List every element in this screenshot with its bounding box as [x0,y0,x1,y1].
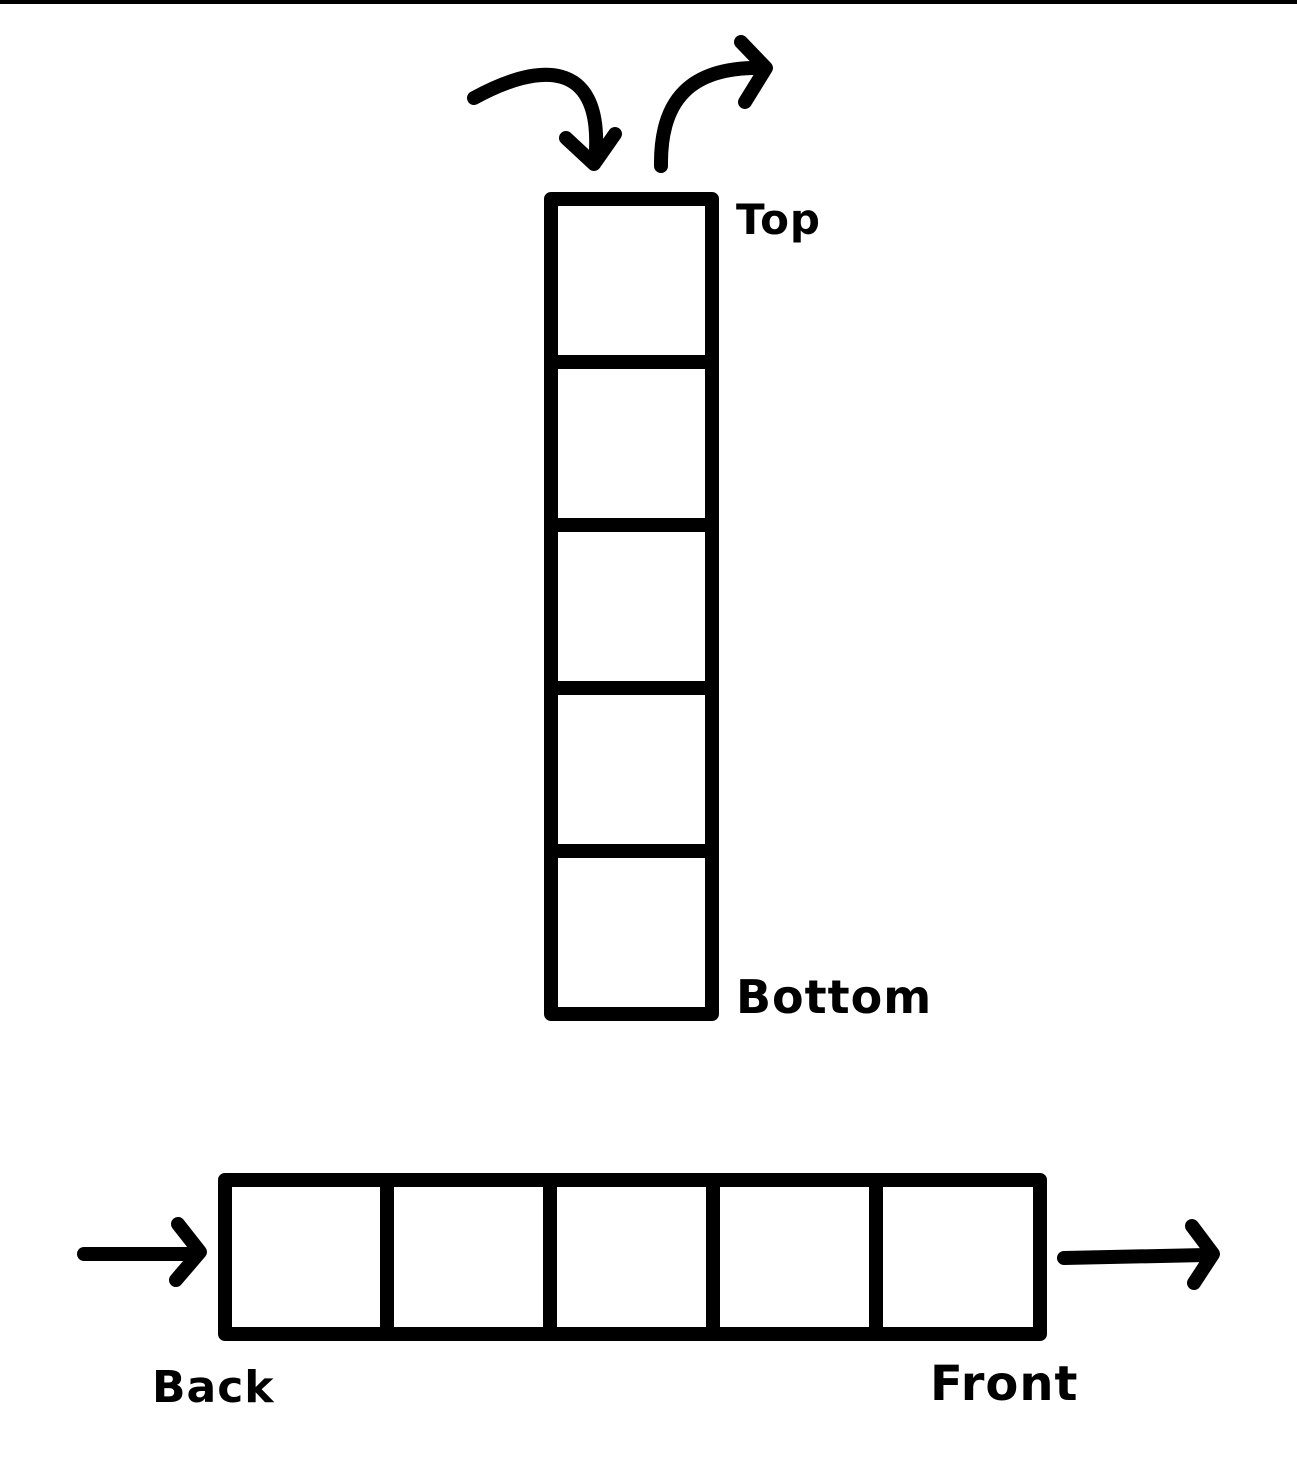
queue-cell [380,1173,557,1341]
stack-cell [544,192,719,369]
stack-pop-arrow-icon [653,35,773,173]
queue: Back Front [77,1173,1220,1413]
stack-cell [544,681,719,858]
stack-cells [544,192,719,1021]
stack-top-label: Top [736,195,821,244]
queue-cell [706,1173,883,1341]
queue-cell [218,1173,394,1341]
stack-cell [544,355,719,532]
queue-cell [543,1173,720,1341]
queue-front-label: Front [930,1356,1078,1412]
queue-enqueue-arrow-icon [77,1217,207,1287]
stack-cell [544,518,719,695]
stack-bottom-label: Bottom [736,970,932,1024]
top-border [0,0,1297,4]
queue-dequeue-arrow-icon [1057,1219,1220,1290]
stack: Top Bottom [467,35,932,1024]
queue-cell [869,1173,1047,1341]
stack-push-arrow-icon [467,67,622,171]
queue-cells [218,1173,1047,1341]
queue-back-label: Back [152,1362,275,1413]
stack-cell [544,844,719,1021]
